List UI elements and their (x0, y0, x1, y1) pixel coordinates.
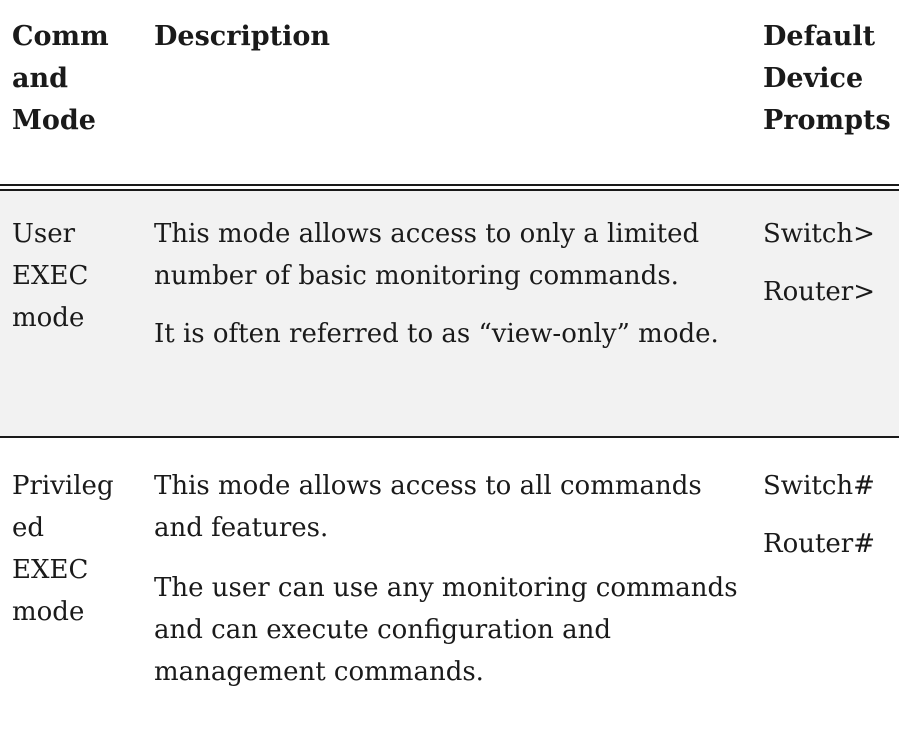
header-divider (0, 184, 899, 191)
prompt-cell-user-exec: Switch> Router> (763, 213, 897, 313)
header-command-mode: Comm and Mode (12, 21, 109, 136)
table-header-row: Comm and Mode Description Default Device… (0, 0, 899, 184)
header-description: Description (154, 21, 330, 52)
description-paragraph: This mode allows access to all commands … (154, 471, 702, 543)
mode-cell-user-exec: User EXEC mode (12, 219, 89, 333)
table-row: User EXEC mode This mode allows access t… (0, 191, 899, 436)
device-prompt-switch: Switch# (763, 471, 875, 501)
description-cell-user-exec: This mode allows access to only a limite… (154, 213, 744, 355)
device-prompt-switch: Switch> (763, 219, 875, 249)
device-prompt-router: Router> (763, 277, 876, 307)
device-prompt-router: Router# (763, 529, 876, 559)
table-row: Privileg ed EXEC mode This mode allows a… (0, 438, 899, 744)
prompt-cell-privileged-exec: Switch# Router# (763, 465, 897, 565)
header-default-prompts: Default Device Prompts (763, 21, 891, 136)
description-paragraph: This mode allows access to only a limite… (154, 219, 700, 291)
description-paragraph: It is often referred to as “view-only” m… (154, 319, 719, 349)
mode-cell-privileged-exec: Privileg ed EXEC mode (12, 471, 114, 627)
description-paragraph: The user can use any monitoring commands… (154, 573, 738, 687)
row-divider (0, 436, 899, 438)
description-cell-privileged-exec: This mode allows access to all commands … (154, 465, 744, 693)
